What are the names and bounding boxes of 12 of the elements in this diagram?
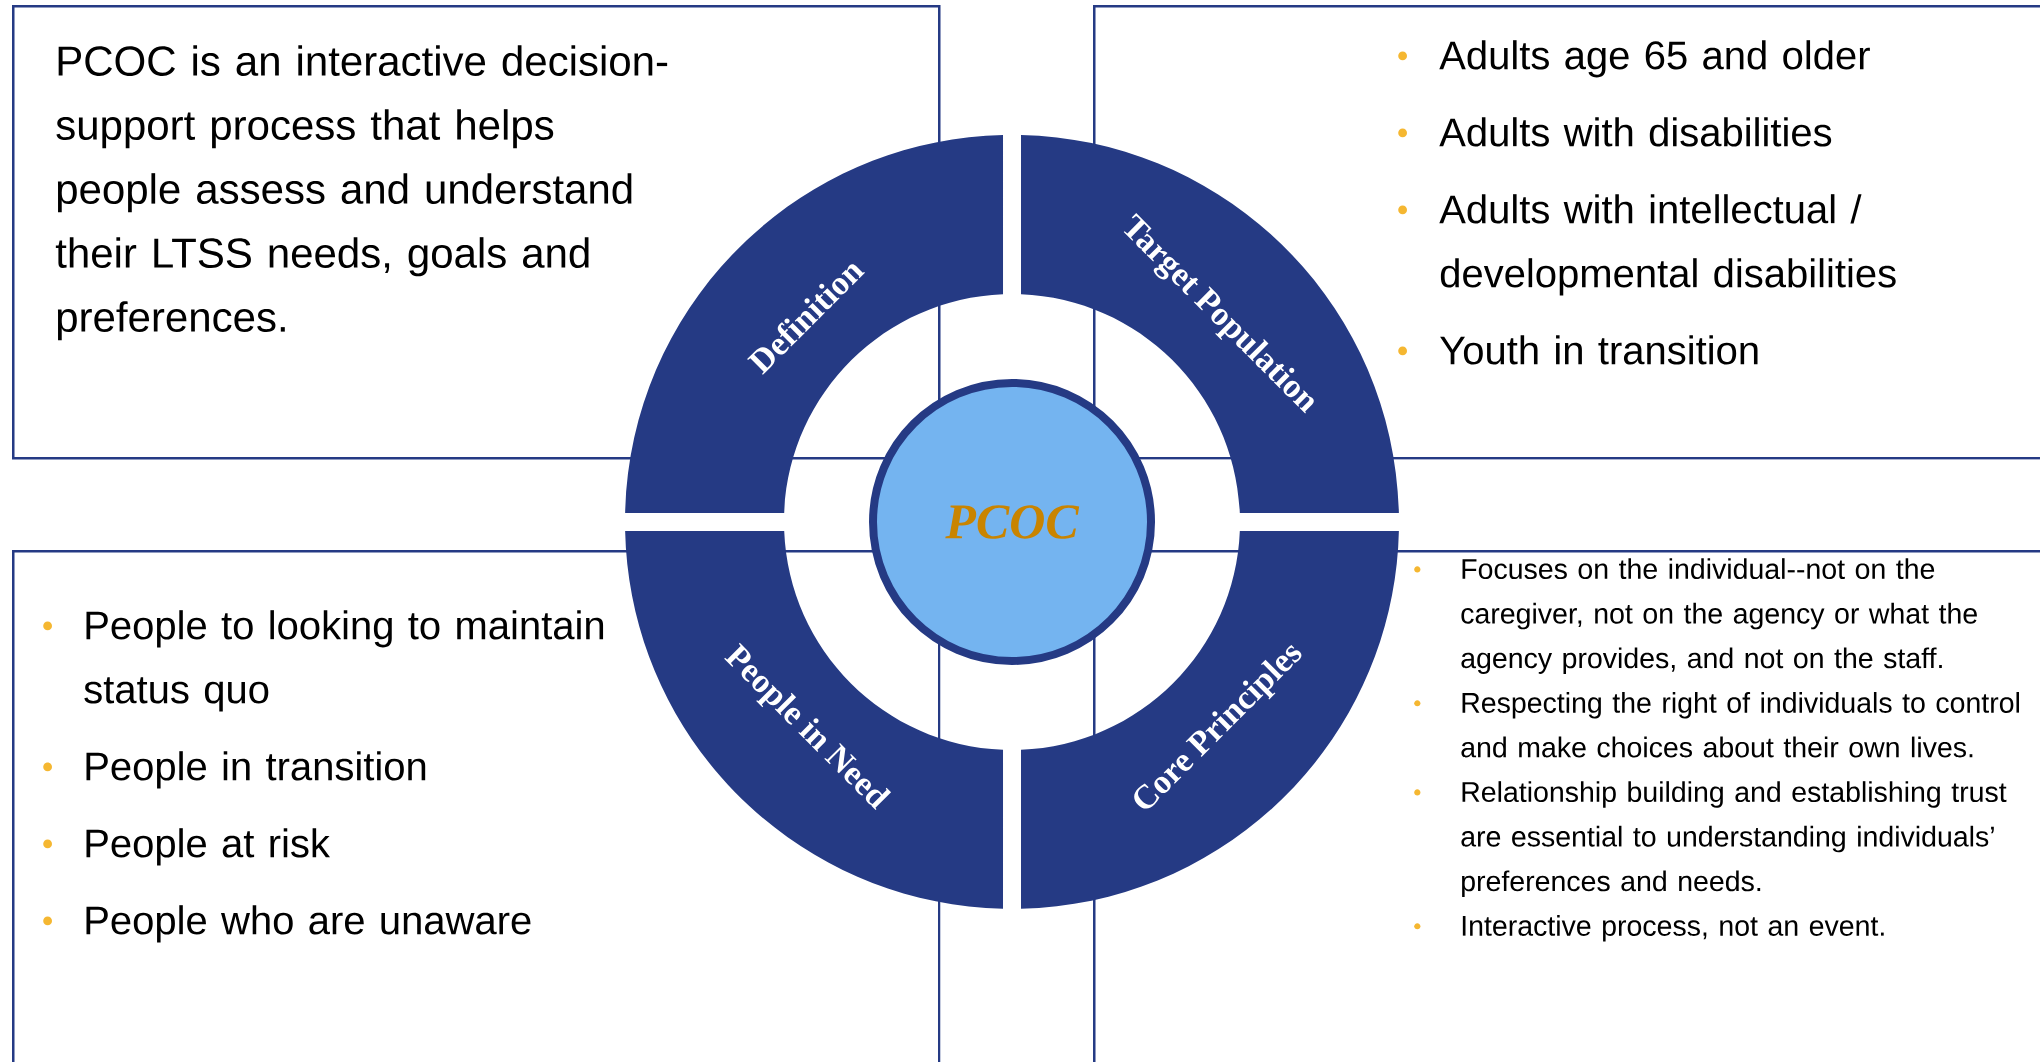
bullet-item: Adults with intellectual / developmental disabilities <box>1398 194 1896 296</box>
bullet-item: People in transition <box>43 751 426 789</box>
bullet-item: Interactive process, not an event. <box>1414 915 1884 942</box>
bullet-item: People who are unaware <box>43 905 531 943</box>
bullet-item: Respecting the right of individuals to control and make choices about their own lives. <box>1414 692 2019 758</box>
bullet-item: People at risk <box>43 828 330 866</box>
bullet-item: Adults age 65 and older <box>1398 40 1870 78</box>
bullet-item: People to looking to maintain status quo <box>43 610 604 712</box>
bullet-item: Adults with disabilities <box>1398 117 1832 147</box>
bullet-item: Focuses on the individual--not on the caregiver, not on the agency or what the agency provides, and not on the staff. <box>1414 558 1977 674</box>
bullet-item: Youth in transition <box>1398 335 1758 365</box>
bullet-item: Relationship building and establishing trust are essential to understanding individuals’ preferences and needs. <box>1414 781 2007 897</box>
